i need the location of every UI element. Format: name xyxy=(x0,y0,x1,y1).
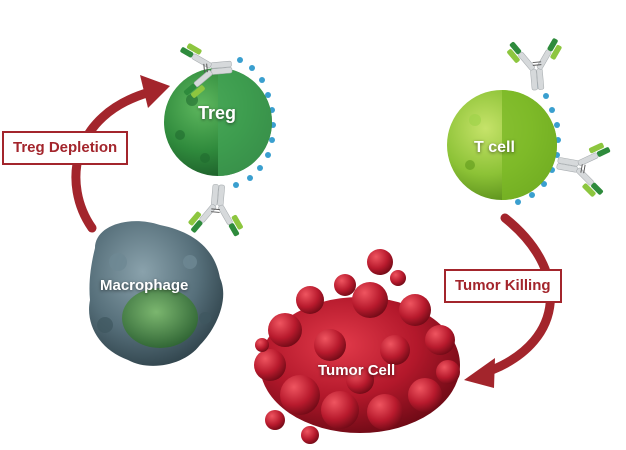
tumor-label: Tumor Cell xyxy=(318,362,396,379)
tumor-cell xyxy=(254,249,460,444)
arrow-head-treg-depletion xyxy=(140,75,170,108)
antibody-icon xyxy=(502,36,569,93)
macrophage-cell xyxy=(89,221,224,366)
tumor-killing-label: Tumor Killing xyxy=(444,269,562,303)
antibody-icon xyxy=(184,181,250,239)
macrophage-label: Macrophage xyxy=(100,277,189,294)
t-cell xyxy=(447,83,561,205)
arrow-head-tumor-killing xyxy=(464,358,495,388)
antibody-icon xyxy=(551,132,614,202)
treg-depletion-label: Treg Depletion xyxy=(2,131,129,165)
tcell-label: T cell xyxy=(474,139,515,156)
treg-label: Treg xyxy=(198,103,237,123)
